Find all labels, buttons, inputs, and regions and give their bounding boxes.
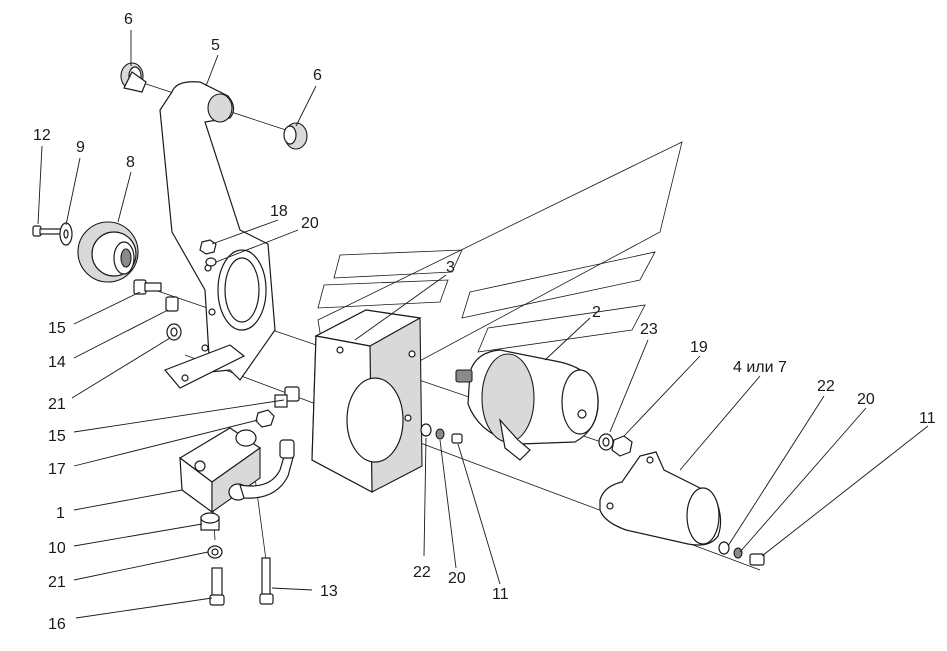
callout-13: 13: [320, 583, 338, 600]
leader-lines: [37, 30, 929, 619]
callout-14: 14: [48, 354, 66, 371]
washer-9: [59, 222, 73, 246]
callout-labels: 6 5 6 12 9 8 18 20 3 2 23 19 4 или 7 22 …: [33, 11, 936, 633]
callout-3: 3: [446, 259, 455, 276]
callout-4-or-7: 4 или 7: [733, 359, 787, 376]
washer-20-upper: [205, 257, 217, 267]
callout-11-mid: 11: [492, 586, 509, 603]
washer-23: [598, 433, 614, 451]
cover-plate-3: [311, 309, 423, 494]
lever-bracket: [159, 81, 276, 389]
callout-22-right: 22: [817, 378, 835, 395]
cap-4-or-7: [599, 451, 722, 546]
callout-22-mid: 22: [413, 564, 431, 581]
callout-15-upper: 15: [48, 320, 66, 337]
bolt-15-upper: [133, 279, 162, 295]
callout-20-right: 20: [857, 391, 875, 408]
callout-5: 5: [211, 37, 220, 54]
bushing-lower: [283, 122, 308, 150]
valve-block-1: [178, 427, 295, 514]
nut-19: [611, 435, 633, 457]
callout-18: 18: [270, 203, 288, 220]
callout-9: 9: [76, 139, 85, 156]
sleeve-10: [200, 512, 220, 531]
callout-21-upper: 21: [48, 396, 66, 413]
bolt-16: [209, 567, 225, 606]
callout-19: 19: [690, 339, 708, 356]
bushing-upper: [120, 62, 147, 93]
washer-21-lower: [207, 545, 223, 559]
callout-6-right: 6: [313, 67, 322, 84]
callout-1: 1: [56, 505, 65, 522]
callout-15-lower: 15: [48, 428, 66, 445]
callout-6-top: 6: [124, 11, 133, 28]
callout-17: 17: [48, 461, 66, 478]
callout-11-right: 11: [919, 410, 936, 427]
callout-10: 10: [48, 540, 66, 557]
washer-22-mid: [420, 423, 432, 437]
callout-2: 2: [592, 304, 601, 321]
motor-2: [455, 349, 599, 461]
nut-18: [199, 239, 217, 255]
washer-20-right: [733, 547, 743, 559]
bolt-13: [259, 557, 274, 605]
callout-23: 23: [640, 321, 658, 338]
washer-22-right: [718, 541, 730, 555]
gear-8: [77, 221, 139, 283]
callout-12: 12: [33, 127, 51, 144]
washer-20-mid: [435, 428, 445, 440]
bolt-11-right: [749, 553, 765, 566]
plug-14: [165, 296, 179, 312]
nut-17: [255, 409, 275, 428]
bolt-12: [32, 225, 63, 237]
callout-20-top: 20: [301, 215, 319, 232]
washer-21-upper: [166, 323, 182, 341]
callout-8: 8: [126, 154, 135, 171]
callout-16: 16: [48, 616, 66, 633]
bolt-15-lower: [274, 386, 300, 408]
bolt-11-mid: [451, 433, 463, 444]
callout-20-mid: 20: [448, 570, 466, 587]
callout-21-lower: 21: [48, 574, 66, 591]
